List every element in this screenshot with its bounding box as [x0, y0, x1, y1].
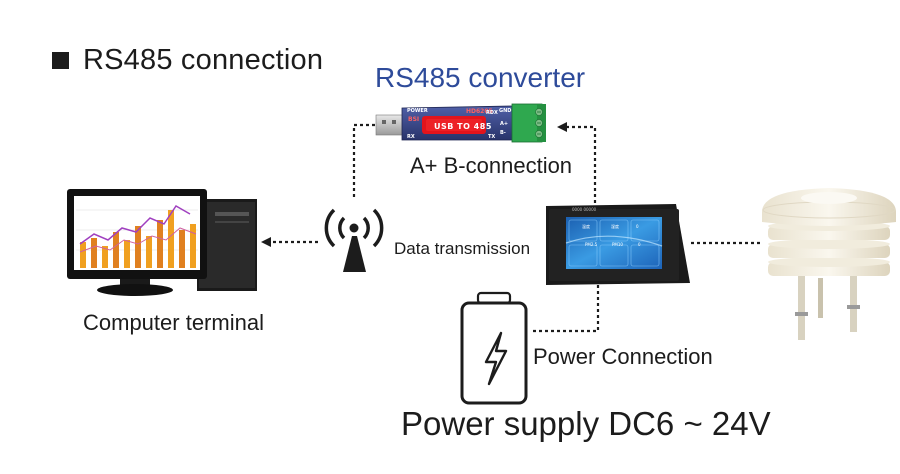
power-supply-label: Power supply DC6 ~ 24V [401, 405, 771, 442]
square-bullet-icon [52, 52, 69, 69]
screen-tile-label: 0 [636, 224, 639, 229]
converter-device-label: USB TO 485 [434, 122, 492, 131]
converter-red-mark: RDX [486, 110, 498, 116]
screen-tile-label: PM10 [612, 242, 623, 247]
data-transmission-label: Data transmission [394, 239, 531, 258]
screen-tile-label: 湿度 [611, 224, 619, 229]
converter-pin-b: B- [500, 130, 506, 136]
screen-to-power-line [530, 285, 600, 333]
screen-brand: 0000 00000 [572, 207, 597, 212]
screen-display [566, 217, 662, 269]
screen-tile-label: 温度 [582, 224, 590, 229]
antenna-tower-icon [324, 208, 384, 272]
monitor-chart [76, 205, 198, 268]
power-connection-label: Power Connection [533, 344, 713, 369]
computer-monitor-icon [67, 189, 257, 296]
touchscreen-display-icon [546, 204, 690, 285]
converter-pin-gnd: GND [499, 108, 512, 114]
screen-tile-label: 0 [638, 242, 641, 247]
converter-tx-mark: TX [488, 134, 496, 140]
battery-charging-icon [460, 291, 528, 405]
converter-title: RS485 converter [375, 62, 586, 93]
converter-red-label [422, 116, 486, 134]
connection-label: A+ B-connection [410, 153, 573, 178]
converter-pin-a: A+ [500, 121, 509, 127]
converter-to-antenna-line [352, 123, 393, 197]
converter-model: HD6205 [466, 108, 493, 115]
converter-side-mark: BSI [408, 116, 420, 123]
screen-to-converter-line [557, 122, 597, 203]
screen-tile-label: PM2.5 [585, 242, 598, 247]
computer-terminal-label: Computer terminal [83, 310, 264, 335]
weather-shield-sensor-icon [762, 188, 896, 340]
converter-rx-mark: RX [407, 134, 415, 140]
usb-converter-icon [375, 103, 546, 143]
usb-plug [375, 114, 405, 136]
section-title: RS485 connection [52, 44, 323, 77]
page-title: RS485 connection [83, 44, 324, 76]
converter-power-mark: POWER [407, 108, 428, 114]
